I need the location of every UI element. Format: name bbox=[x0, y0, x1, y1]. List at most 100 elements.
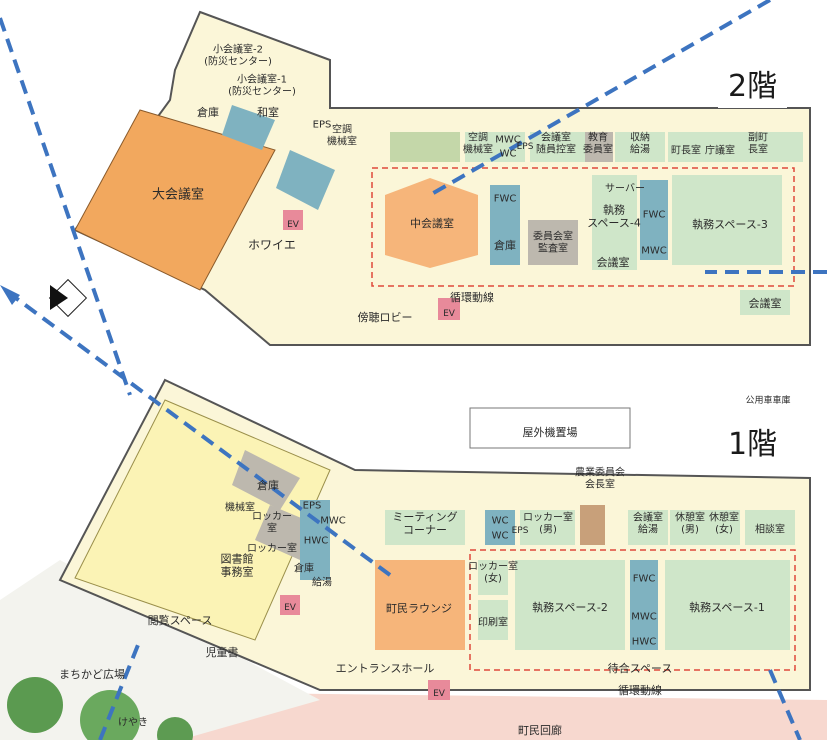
locker-women-area bbox=[478, 560, 508, 595]
room-label-line: 庁議室 bbox=[705, 144, 735, 157]
room-label-line: 循環動線 bbox=[618, 683, 662, 697]
room-label-meeting-room-b: 会議室 bbox=[749, 296, 782, 310]
room-label-line: 町民ラウンジ bbox=[386, 602, 452, 615]
sight-line-5 bbox=[98, 639, 142, 740]
sight-line-1 bbox=[0, 17, 132, 396]
room-label-print-room: 印刷室 bbox=[478, 616, 508, 629]
room-label-line: EV bbox=[433, 689, 446, 699]
room-label-hwc-1b: HWC bbox=[632, 637, 656, 648]
room-label-hvac-mech: 空調機械室 bbox=[327, 123, 357, 148]
room-label-reading-space: 閲覧スペース bbox=[148, 613, 213, 627]
room-label-zelkova: けやき bbox=[118, 717, 148, 729]
floor-tag-2f: 2階 bbox=[718, 66, 788, 108]
library-area bbox=[74, 399, 331, 641]
room-label-line: FWC bbox=[633, 574, 656, 585]
room-label-mwc-1b: MWC bbox=[631, 612, 657, 623]
room-label-foyer: ホワイエ bbox=[248, 238, 296, 252]
room-label-storage-1: 倉庫 bbox=[257, 478, 279, 492]
room-label-locker-a: ロッカー室 bbox=[252, 511, 292, 535]
room-label-line: 執務スペース-2 bbox=[532, 600, 608, 614]
room-label-line: 屋外機置場 bbox=[523, 425, 578, 439]
room-label-line: 閲覧スペース bbox=[148, 613, 213, 627]
committee-block bbox=[528, 220, 578, 265]
room-label-large-meeting: 大会議室 bbox=[152, 187, 204, 203]
sight-arrow-head bbox=[0, 285, 20, 305]
room-label-line: EV bbox=[284, 603, 297, 613]
room-label-work-space-1: 執務スペース-1 bbox=[689, 600, 765, 614]
room-label-line: 農業委員会 bbox=[575, 466, 625, 479]
room-label-line: WC bbox=[500, 149, 517, 160]
room-label-consult-room: 相談室 bbox=[755, 523, 785, 536]
room-label-line: EPS bbox=[303, 501, 322, 512]
room-label-ev-2a: EV bbox=[287, 220, 300, 230]
room-label-ev-2b: EV bbox=[443, 309, 456, 319]
room-label-line: 空調 bbox=[332, 123, 352, 136]
room-label-meeting-corner: ミーティングコーナー bbox=[392, 509, 457, 536]
core-2b bbox=[640, 180, 668, 260]
print-area bbox=[478, 600, 508, 640]
room-label-line: EPS bbox=[512, 526, 529, 536]
room-label-conference-storage: 会議室給湯 bbox=[633, 511, 663, 536]
room-label-line: 機械室 bbox=[463, 143, 493, 156]
room-label-waiting-space: 待合スペース bbox=[608, 661, 673, 675]
room-label-line: 空調 bbox=[468, 131, 488, 144]
room-label-deputy-mayor: 副町長室 bbox=[748, 132, 768, 156]
room-label-line: ロッカー室 bbox=[247, 542, 297, 555]
core-2a bbox=[490, 185, 520, 265]
room-label-line: ホワイエ bbox=[248, 238, 296, 252]
room-label-line: WC bbox=[492, 516, 509, 527]
work-space-4-area bbox=[592, 175, 637, 270]
room-label-town-corridor: 町民回廊 bbox=[518, 723, 562, 737]
room-label-wc-1a: WC bbox=[492, 516, 509, 527]
room-label-line: FWC bbox=[494, 194, 517, 205]
tree-1 bbox=[7, 677, 63, 733]
room-label-eps-1: EPS bbox=[303, 501, 322, 512]
room-label-fwc-2a: FWC bbox=[494, 194, 517, 205]
room-label-eps-a: EPS bbox=[313, 120, 332, 131]
conference-area bbox=[628, 510, 668, 545]
north-arrow-icon bbox=[48, 278, 88, 318]
ev-2a-box bbox=[283, 210, 303, 230]
core-1b bbox=[630, 560, 658, 650]
room-label-line: 執務スペース-3 bbox=[692, 217, 768, 231]
room-label-line: 中会議室 bbox=[410, 216, 454, 230]
room-label-line: EPS bbox=[313, 120, 332, 131]
room-label-line: 待合スペース bbox=[608, 661, 673, 675]
locker-men-area bbox=[520, 510, 575, 545]
room-label-line: 機械室 bbox=[327, 135, 357, 148]
room-label-line: スペース-4 bbox=[587, 216, 641, 229]
room-label-line: 相談室 bbox=[755, 523, 785, 536]
work-space-2-area bbox=[515, 560, 625, 650]
room-label-line: 事務室 bbox=[221, 564, 254, 578]
ev-1a-box bbox=[280, 595, 300, 615]
room-label-line: 町長室 bbox=[671, 144, 701, 157]
room-label-line: 長室 bbox=[748, 143, 768, 156]
room-label-line: 会議室 bbox=[541, 131, 571, 144]
meeting-corner-area bbox=[385, 510, 465, 545]
plaza-ground bbox=[0, 560, 320, 740]
room-label-mwc-2b: MWC bbox=[641, 246, 667, 257]
room-label-line: (女) bbox=[715, 523, 733, 536]
room-label-line: 収納 bbox=[630, 131, 650, 144]
room-label-line: FWC bbox=[643, 210, 666, 221]
room-label-line: EV bbox=[443, 309, 456, 319]
room-label-line: 給湯 bbox=[638, 523, 658, 536]
room-label-library-office: 図書館事務室 bbox=[221, 551, 254, 578]
room-label-line: 室 bbox=[267, 522, 277, 535]
room-label-line: サーバー bbox=[605, 183, 645, 195]
room-label-middle-meeting: 中会議室 bbox=[410, 216, 454, 230]
room-label-line: ロッカー室 bbox=[523, 511, 573, 524]
first-floor-plan bbox=[58, 378, 811, 700]
room-label-storage-kitchen: 収納給湯 bbox=[630, 131, 650, 156]
room-label-education-room: 教育委員室 bbox=[583, 131, 613, 156]
room-label-meeting-room-a: 会議室 bbox=[597, 255, 630, 269]
room-label-line: 休憩室 bbox=[709, 511, 739, 524]
room-label-line: MWC bbox=[631, 612, 657, 623]
room-label-line: ミーティング bbox=[392, 509, 457, 523]
top-room-a bbox=[390, 132, 460, 162]
room-label-line: ロッカー室 bbox=[468, 560, 518, 573]
room-label-circulation-2: 循環動線 bbox=[450, 290, 494, 304]
room-label-line: 倉庫 bbox=[257, 478, 279, 492]
